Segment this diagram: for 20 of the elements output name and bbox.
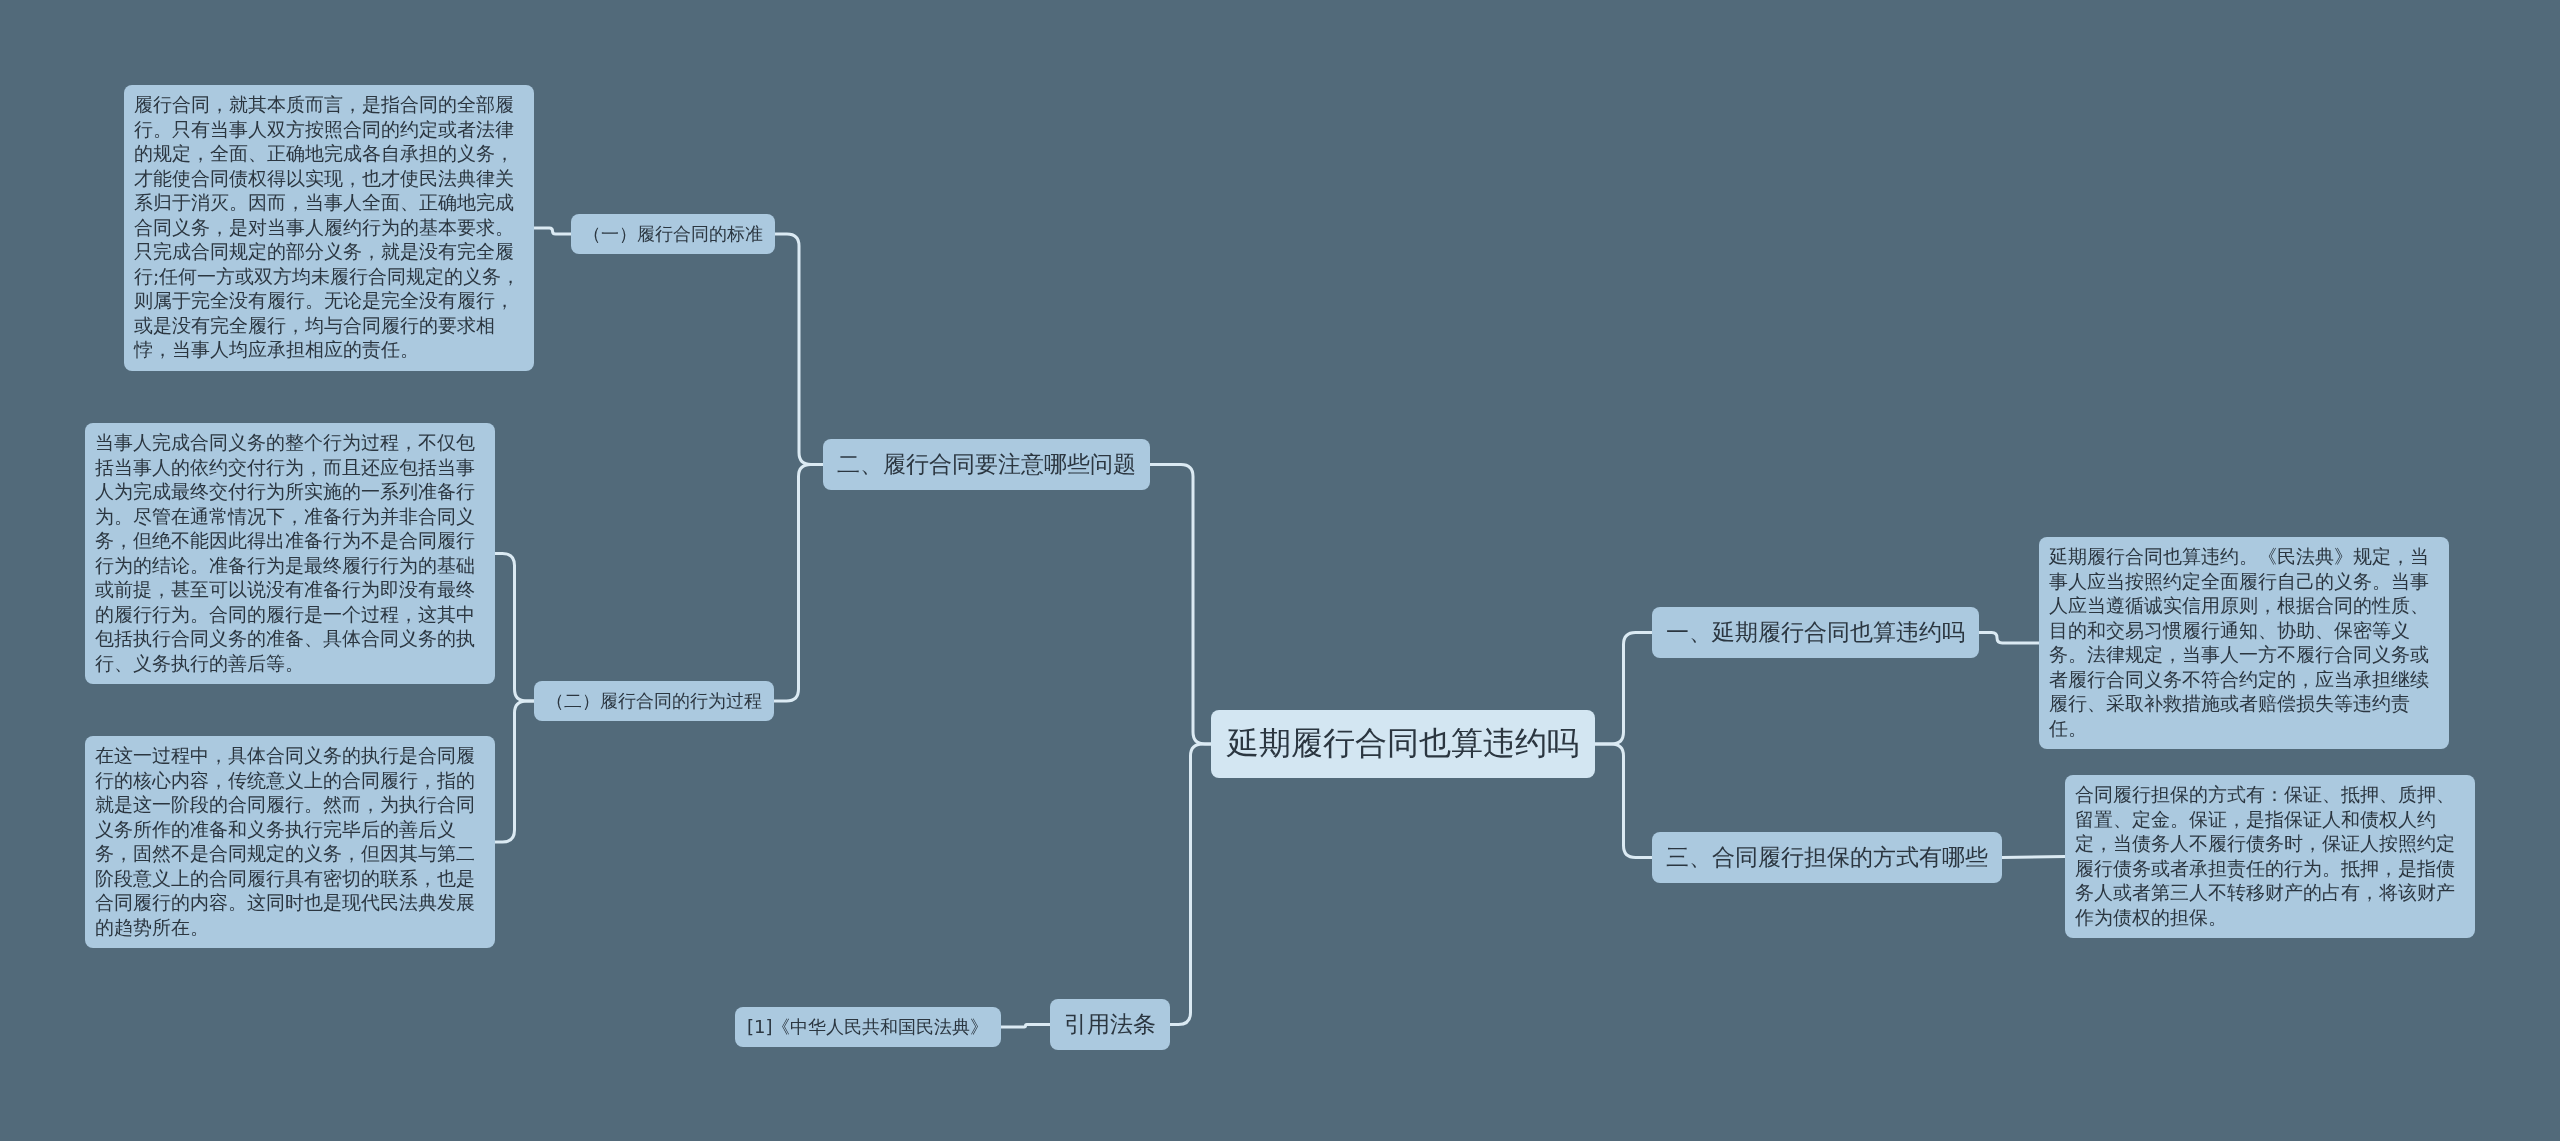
topic-box: 二、履行合同要注意哪些问题 <box>823 439 1150 490</box>
topic-box: 三、合同履行担保的方式有哪些 <box>1652 832 2002 883</box>
subtopic-box: （二）履行合同的行为过程 <box>534 681 774 721</box>
topic-box: 一、延期履行合同也算违约吗 <box>1652 607 1979 658</box>
text-box: 延期履行合同也算违约。《民法典》规定，当事人应当按照约定全面履行自己的义务。当事人应当遵循诚实信用原则，根据合同的性质、目的和交易习惯履行通知、协助、保密等义务。法律规定，当事人一方不履行合同义务或者履行合同义务不符合约定的，应当承担继续履行、采取补救措施或者赔偿损失等违约责任。 <box>2039 537 2449 749</box>
connector <box>2001 855 2066 859</box>
text-box: 履行合同，就其本质而言，是指合同的全部履行。只有当事人双方按照合同的约定或者法律的规定，全面、正确地完成各自承担的义务，才能使合同债权得以实现，也才使民法典律关系归于消灭。因而，当事人全面、正确地完成合同义务，是对当事人履约行为的基本要求。只完成合同规定的部分义务，就是没有完全履行;任何一方或双方均未履行合同规定的义务，则属于完全没有履行。无论是完全没有履行，或是没有完全履行，均与合同履行的要求相悖，当事人均应承担相应的责任。 <box>124 85 534 371</box>
text-box: 合同履行担保的方式有：保证、抵押、质押、留置、定金。保证，是指保证人和债权人约定，当债务人不履行债务时，保证人按照约定履行债务或者承担责任的行为。抵押，是指债务人或者第三人不转移财产的占有，将该财产作为债权的担保。 <box>2065 775 2475 938</box>
connector <box>1001 1023 1050 1029</box>
connector <box>534 226 571 236</box>
connector <box>774 463 823 703</box>
connector <box>1170 742 1211 1026</box>
topic-box: 引用法条 <box>1050 999 1170 1050</box>
reference-box: [1]《中华人民共和国民法典》 <box>735 1007 1001 1047</box>
text-box: 在这一过程中，具体合同义务的执行是合同履行的核心内容，传统意义上的合同履行，指的就是这一阶段的合同履行。然而，为执行合同义务所作的准备和义务执行完毕后的善后义务，固然不是合同规定的义务，但因其与第二阶段意义上的合同履行具有密切的联系，也是合同履行的内容。这同时也是现代民法典发展的趋势所在。 <box>85 736 495 948</box>
text-box: 当事人完成合同义务的整个行为过程，不仅包括当事人的依约交付行为，而且还应包括当事人为完成最终交付行为所实施的一系列准备行为。尽管在通常情况下，准备行为并非合同义务，但绝不能因此得出准备行为不是合同履行行为的结论。准备行为是最终履行行为的基础或前提，甚至可以说没有准备行为即没有最终的履行行为。合同的履行是一个过程，这其中包括执行合同义务的准备、具体合同义务的执行、义务执行的善后等。 <box>85 423 495 684</box>
connector <box>495 699 534 844</box>
central-topic-box: 延期履行合同也算违约吗 <box>1211 710 1595 778</box>
connector <box>1979 631 2039 645</box>
subtopic-box: （一）履行合同的标准 <box>571 214 775 254</box>
